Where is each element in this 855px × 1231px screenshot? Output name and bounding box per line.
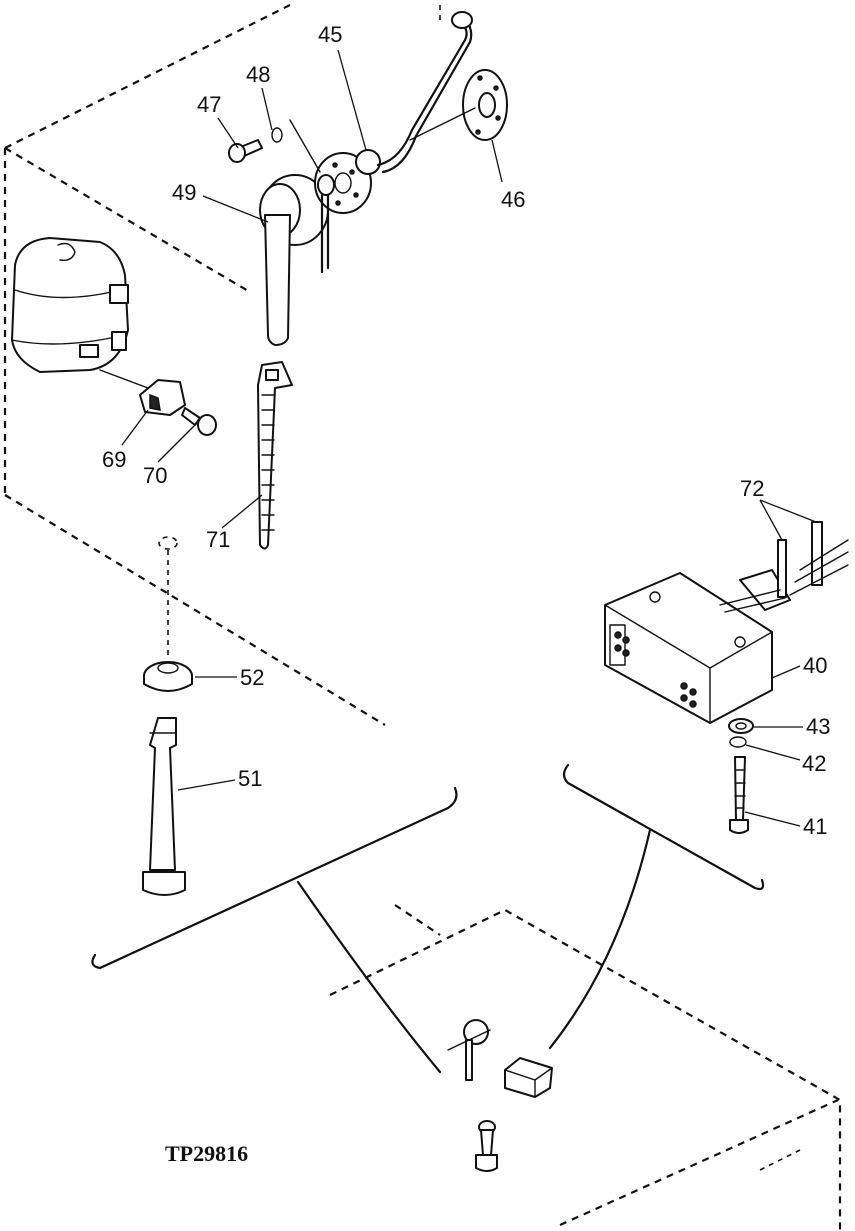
switch-45 — [289, 11, 473, 274]
shaft-51 — [142, 717, 186, 896]
cable-strap-71 — [257, 361, 293, 550]
callout-41: 41 — [803, 814, 828, 839]
callout-48: 48 — [246, 62, 271, 87]
pin-lower — [447, 1019, 491, 1081]
callout-71: 71 — [206, 527, 231, 552]
plate-46 — [409, 69, 508, 141]
callout-49: 49 — [172, 180, 197, 205]
callout-47: 47 — [197, 92, 222, 117]
center-line-52 — [158, 536, 178, 655]
washer-48 — [271, 127, 283, 143]
callout-72: 72 — [740, 476, 765, 501]
callout-40: 40 — [803, 653, 828, 678]
cab-outline-upper — [3, 4, 441, 726]
block-lower — [504, 1057, 553, 1098]
callout-51: 51 — [238, 766, 263, 791]
control-box-40 — [604, 572, 773, 724]
callout-46: 46 — [501, 187, 526, 212]
callout-45: 45 — [318, 22, 343, 47]
callout-52: 52 — [240, 665, 265, 690]
cab-outline-lower — [329, 904, 842, 1231]
callout-69: 69 — [102, 447, 127, 472]
callout-42: 42 — [802, 751, 827, 776]
lever-49 — [259, 174, 329, 346]
motor-assembly — [11, 237, 149, 389]
floor-panel — [91, 763, 765, 1074]
terminals-72 — [719, 521, 849, 613]
callout-43: 43 — [806, 714, 831, 739]
bracket-69 — [139, 379, 186, 416]
washer-42 — [729, 736, 747, 748]
callout-70: 70 — [143, 463, 168, 488]
bolt-lower — [475, 1120, 498, 1172]
washer-43 — [728, 718, 754, 734]
screw-70 — [181, 407, 217, 436]
figure-id: TP29816 — [165, 1141, 249, 1166]
bolt-41 — [729, 756, 749, 834]
screw-47 — [228, 139, 263, 163]
leader-lines — [121, 49, 817, 827]
bushing-52 — [143, 661, 193, 692]
